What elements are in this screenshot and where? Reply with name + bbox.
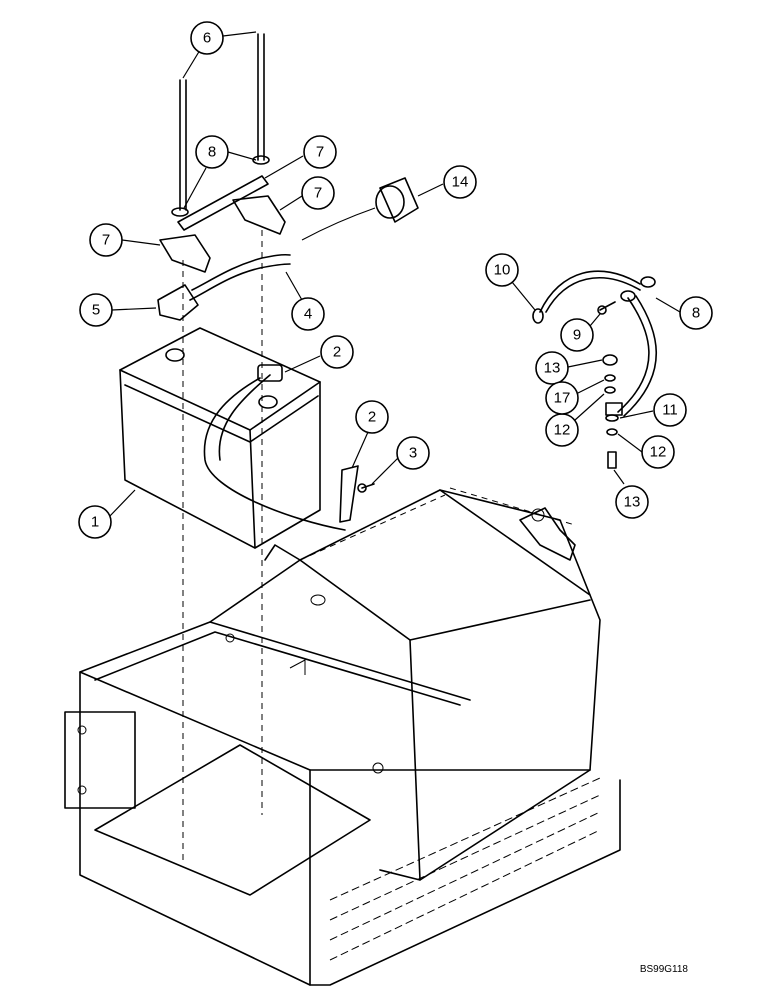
callout-1-label: 1 <box>91 514 99 531</box>
callout-16-label: 14 <box>452 174 469 191</box>
callout-13-label: 12 <box>650 444 667 461</box>
callout-9-label: 8 <box>208 144 216 161</box>
callout-circle <box>560 318 594 352</box>
callout-circle <box>535 351 569 385</box>
callout-3-label: 3 <box>409 445 417 462</box>
callout-6-label: 6 <box>203 30 211 47</box>
callout-circle <box>653 393 687 427</box>
callout-circle <box>615 485 649 519</box>
terminal-hardware <box>532 301 619 469</box>
callout-circle <box>545 381 579 415</box>
callout-circle <box>641 435 675 469</box>
callout-5-label: 5 <box>92 302 100 319</box>
callout-circle <box>396 436 430 470</box>
callout-circle <box>78 505 112 539</box>
callout-circle <box>195 135 229 169</box>
callout-2-label: 2 <box>368 409 376 426</box>
callout-circle <box>303 135 337 169</box>
callout-7-label: 7 <box>314 185 322 202</box>
callout-circle <box>190 21 224 55</box>
callout-circle <box>679 296 713 330</box>
callout-7-label: 7 <box>102 232 110 249</box>
battery <box>119 327 321 549</box>
callout-circle <box>485 253 519 287</box>
callout-12-label: 11 <box>662 402 678 419</box>
callout-10-label: 8 <box>692 305 700 322</box>
callout-11-label: 9 <box>573 327 581 344</box>
callout-12-label: 10 <box>494 262 511 279</box>
hold-down-hardware <box>159 33 419 860</box>
drawing-code: BS99G118 <box>640 964 689 975</box>
callout-8-label: 7 <box>316 144 324 161</box>
callout-14-label: 13 <box>544 360 561 377</box>
callout-circle <box>291 297 325 331</box>
callout-circle <box>89 223 123 257</box>
callout-13-label: 12 <box>554 422 571 439</box>
callout-circle <box>301 176 335 210</box>
callout-circle <box>355 400 389 434</box>
callout-2-label: 2 <box>333 344 341 361</box>
callouts: 1 2 2 3 4 5 6 7 7 7 <box>78 21 713 539</box>
callout-circle <box>443 165 477 199</box>
battery-cables <box>157 253 657 531</box>
callout-15-label: 13 <box>624 494 641 511</box>
callout-circle <box>320 335 354 369</box>
callout-17-label: 17 <box>554 390 571 407</box>
battery-tray-assembly <box>64 487 621 986</box>
callout-4-label: 4 <box>304 306 312 323</box>
callout-circle <box>79 293 113 327</box>
